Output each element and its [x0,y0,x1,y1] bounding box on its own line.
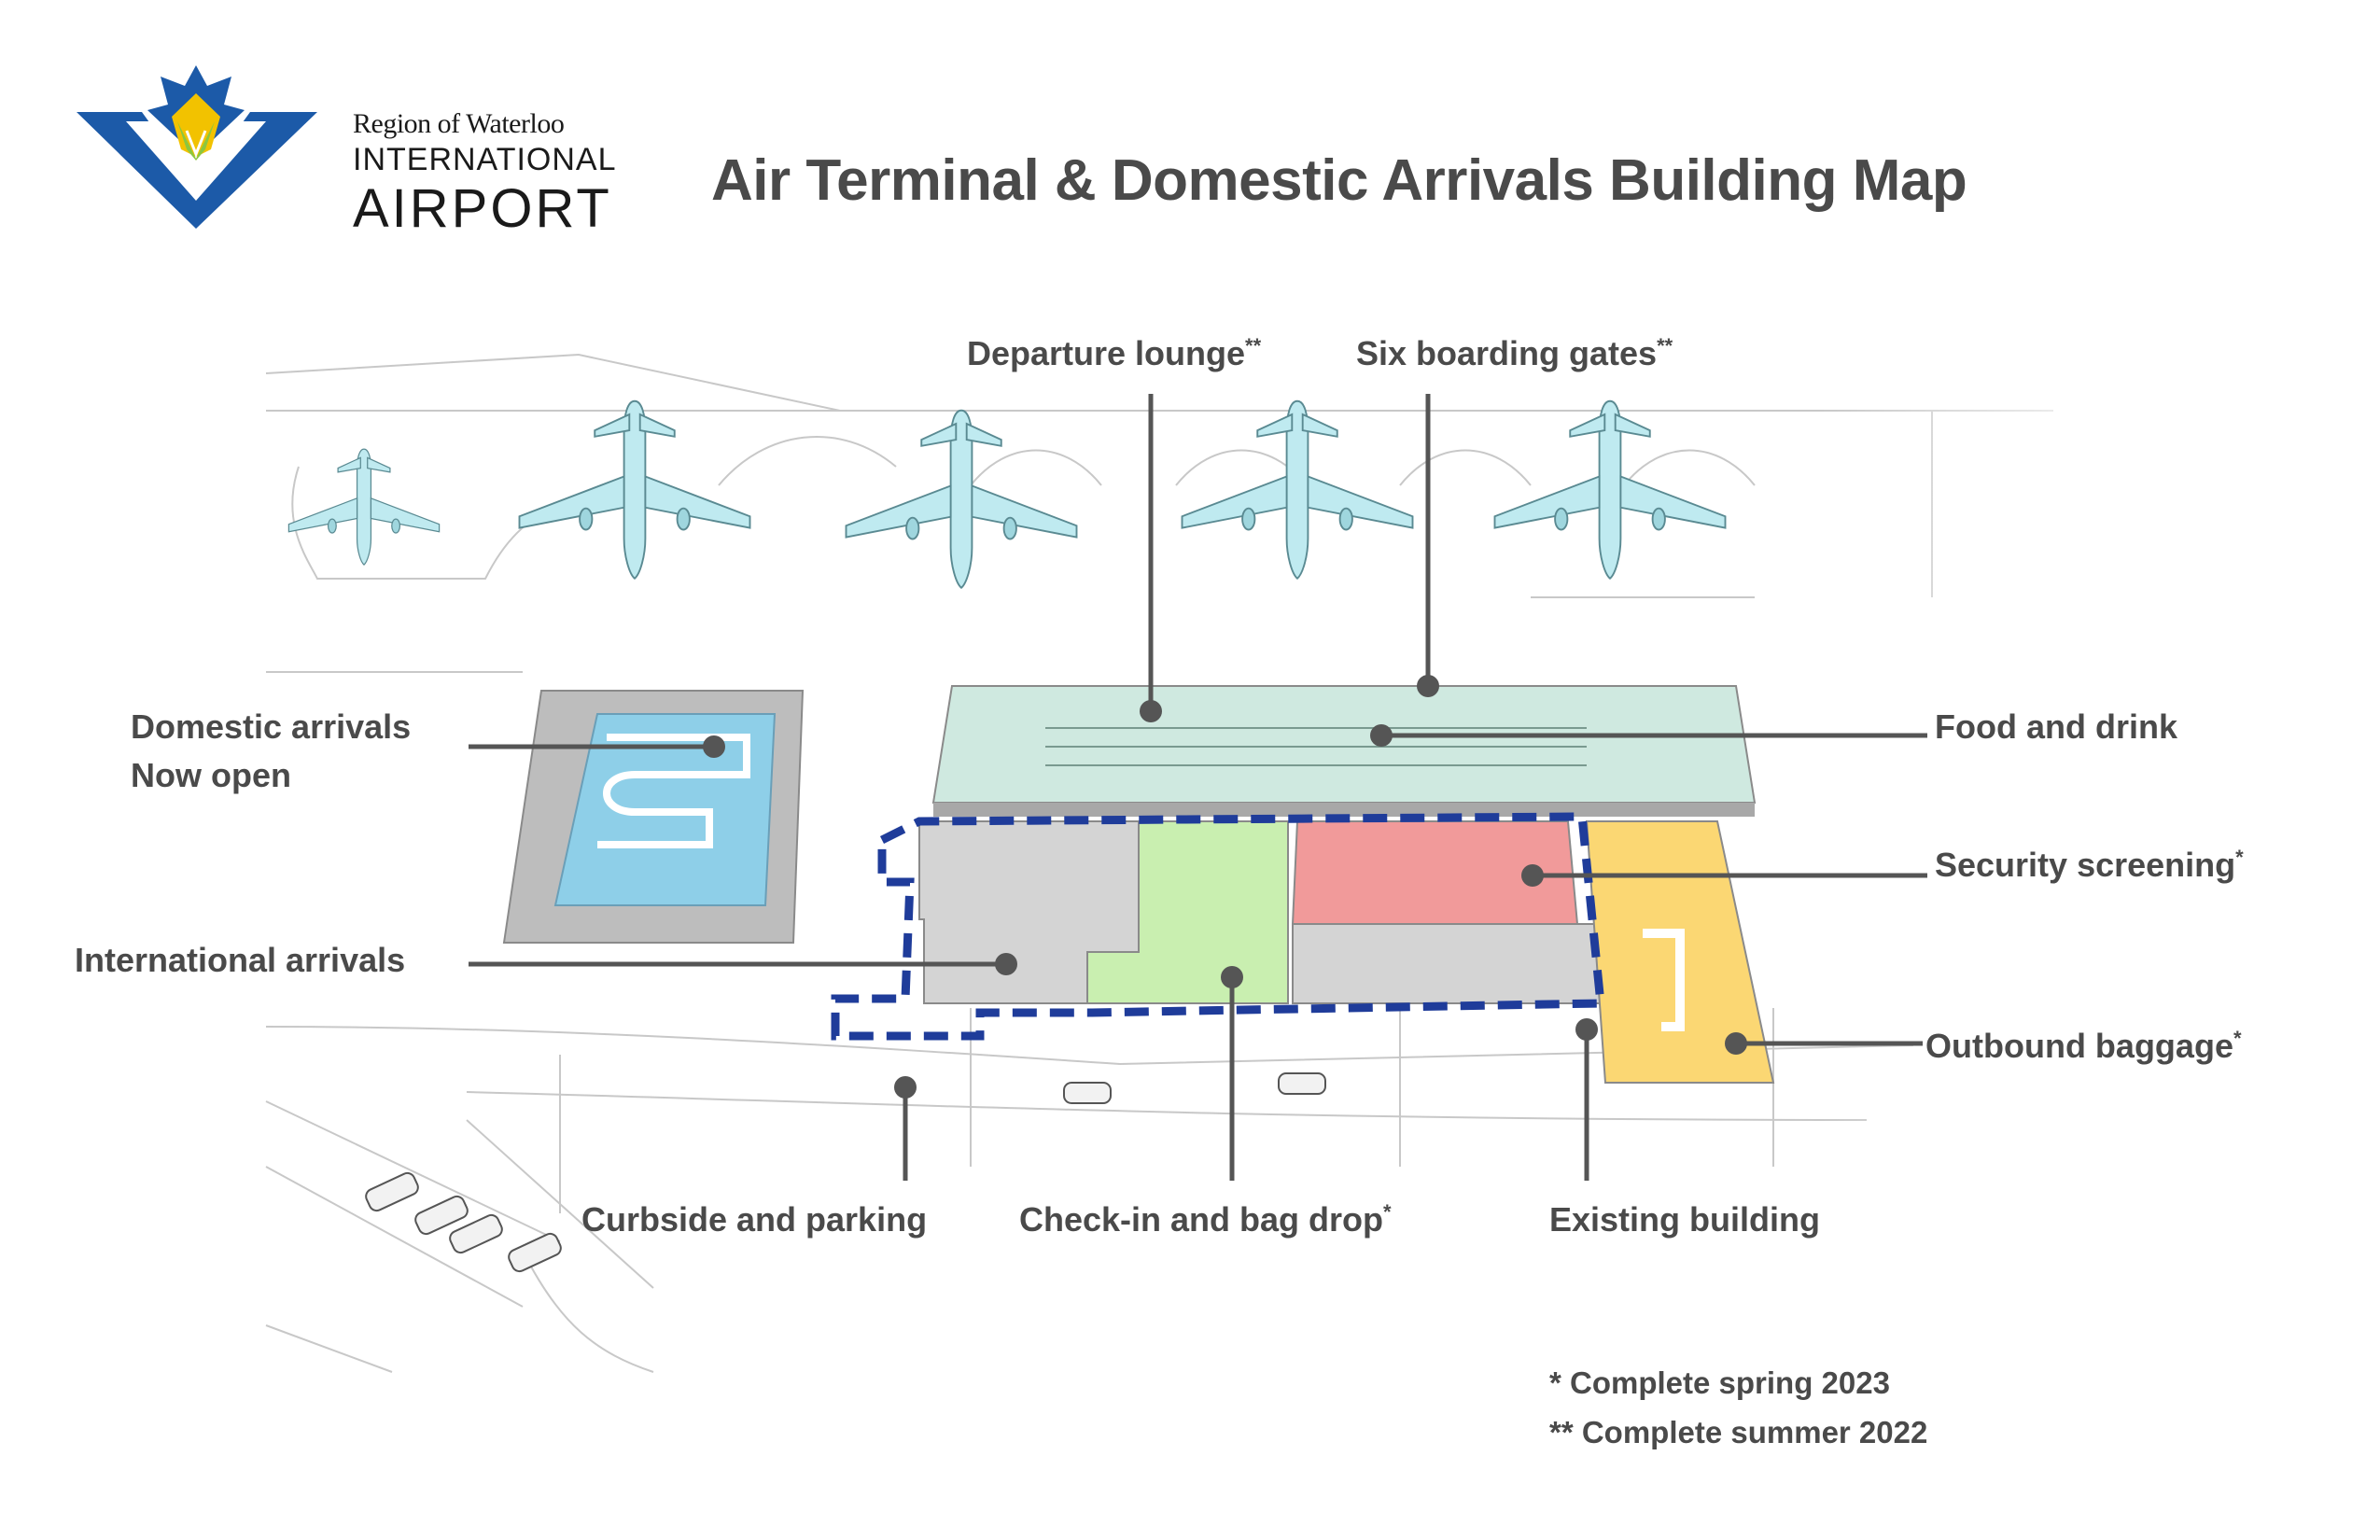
label-checkin-bag-drop-text: Check-in and bag drop [1019,1200,1384,1239]
label-international-arrivals: International arrivals [75,941,406,979]
logo-line-region: Region of Waterloo [353,108,565,139]
label-security-screening-text: Security screening [1935,846,2236,884]
building-interior [1292,923,1603,1004]
label-domestic-arrivals: Domestic arrivals [131,707,412,746]
parked-car-icon [365,1072,1326,1273]
page-title: Air Terminal & Domestic Arrivals Buildin… [711,148,1967,213]
label-curbside-parking: Curbside and parking [581,1200,928,1239]
footnote-spring: * Complete spring 2023 [1549,1365,1890,1400]
label-departure-lounge-mark: ** [1245,334,1262,357]
outbound-baggage-zone [1585,820,1775,1084]
departure-lounge-zone [931,685,1757,817]
label-departure-lounge-text: Departure lounge [967,334,1246,372]
label-boarding-gates: Six boarding gates** [1356,334,1673,373]
region-of-waterloo-logo-icon [77,65,317,229]
label-food-and-drink: Food and drink [1935,707,2177,746]
domestic-arrivals-building [502,690,805,944]
footnote-summer: ** Complete summer 2022 [1549,1415,1928,1449]
existing-building-outline [831,812,1605,1041]
leader-lines [469,394,1927,1181]
logo-line-airport: AIRPORT [353,178,612,239]
aircraft-icon [287,399,1727,589]
logo-line-international: INTERNATIONAL [353,142,617,177]
label-boarding-gates-mark: ** [1657,334,1673,357]
label-outbound-baggage: Outbound baggage* [1925,1027,2242,1066]
label-security-screening: Security screening* [1935,846,2244,885]
existing-building-core [918,820,1140,1004]
label-checkin-bag-drop-mark: * [1383,1200,1392,1224]
label-boarding-gates-text: Six boarding gates [1356,334,1658,372]
label-outbound-baggage-text: Outbound baggage [1925,1027,2233,1065]
leader-dot-markers [703,675,1747,1099]
label-security-screening-mark: * [2235,846,2244,869]
label-domestic-arrivals-status: Now open [131,756,291,794]
label-checkin-bag-drop: Check-in and bag drop* [1019,1200,1392,1239]
label-departure-lounge: Departure lounge** [967,334,1261,373]
label-outbound-baggage-mark: * [2233,1027,2242,1050]
label-existing-building: Existing building [1549,1200,1820,1239]
